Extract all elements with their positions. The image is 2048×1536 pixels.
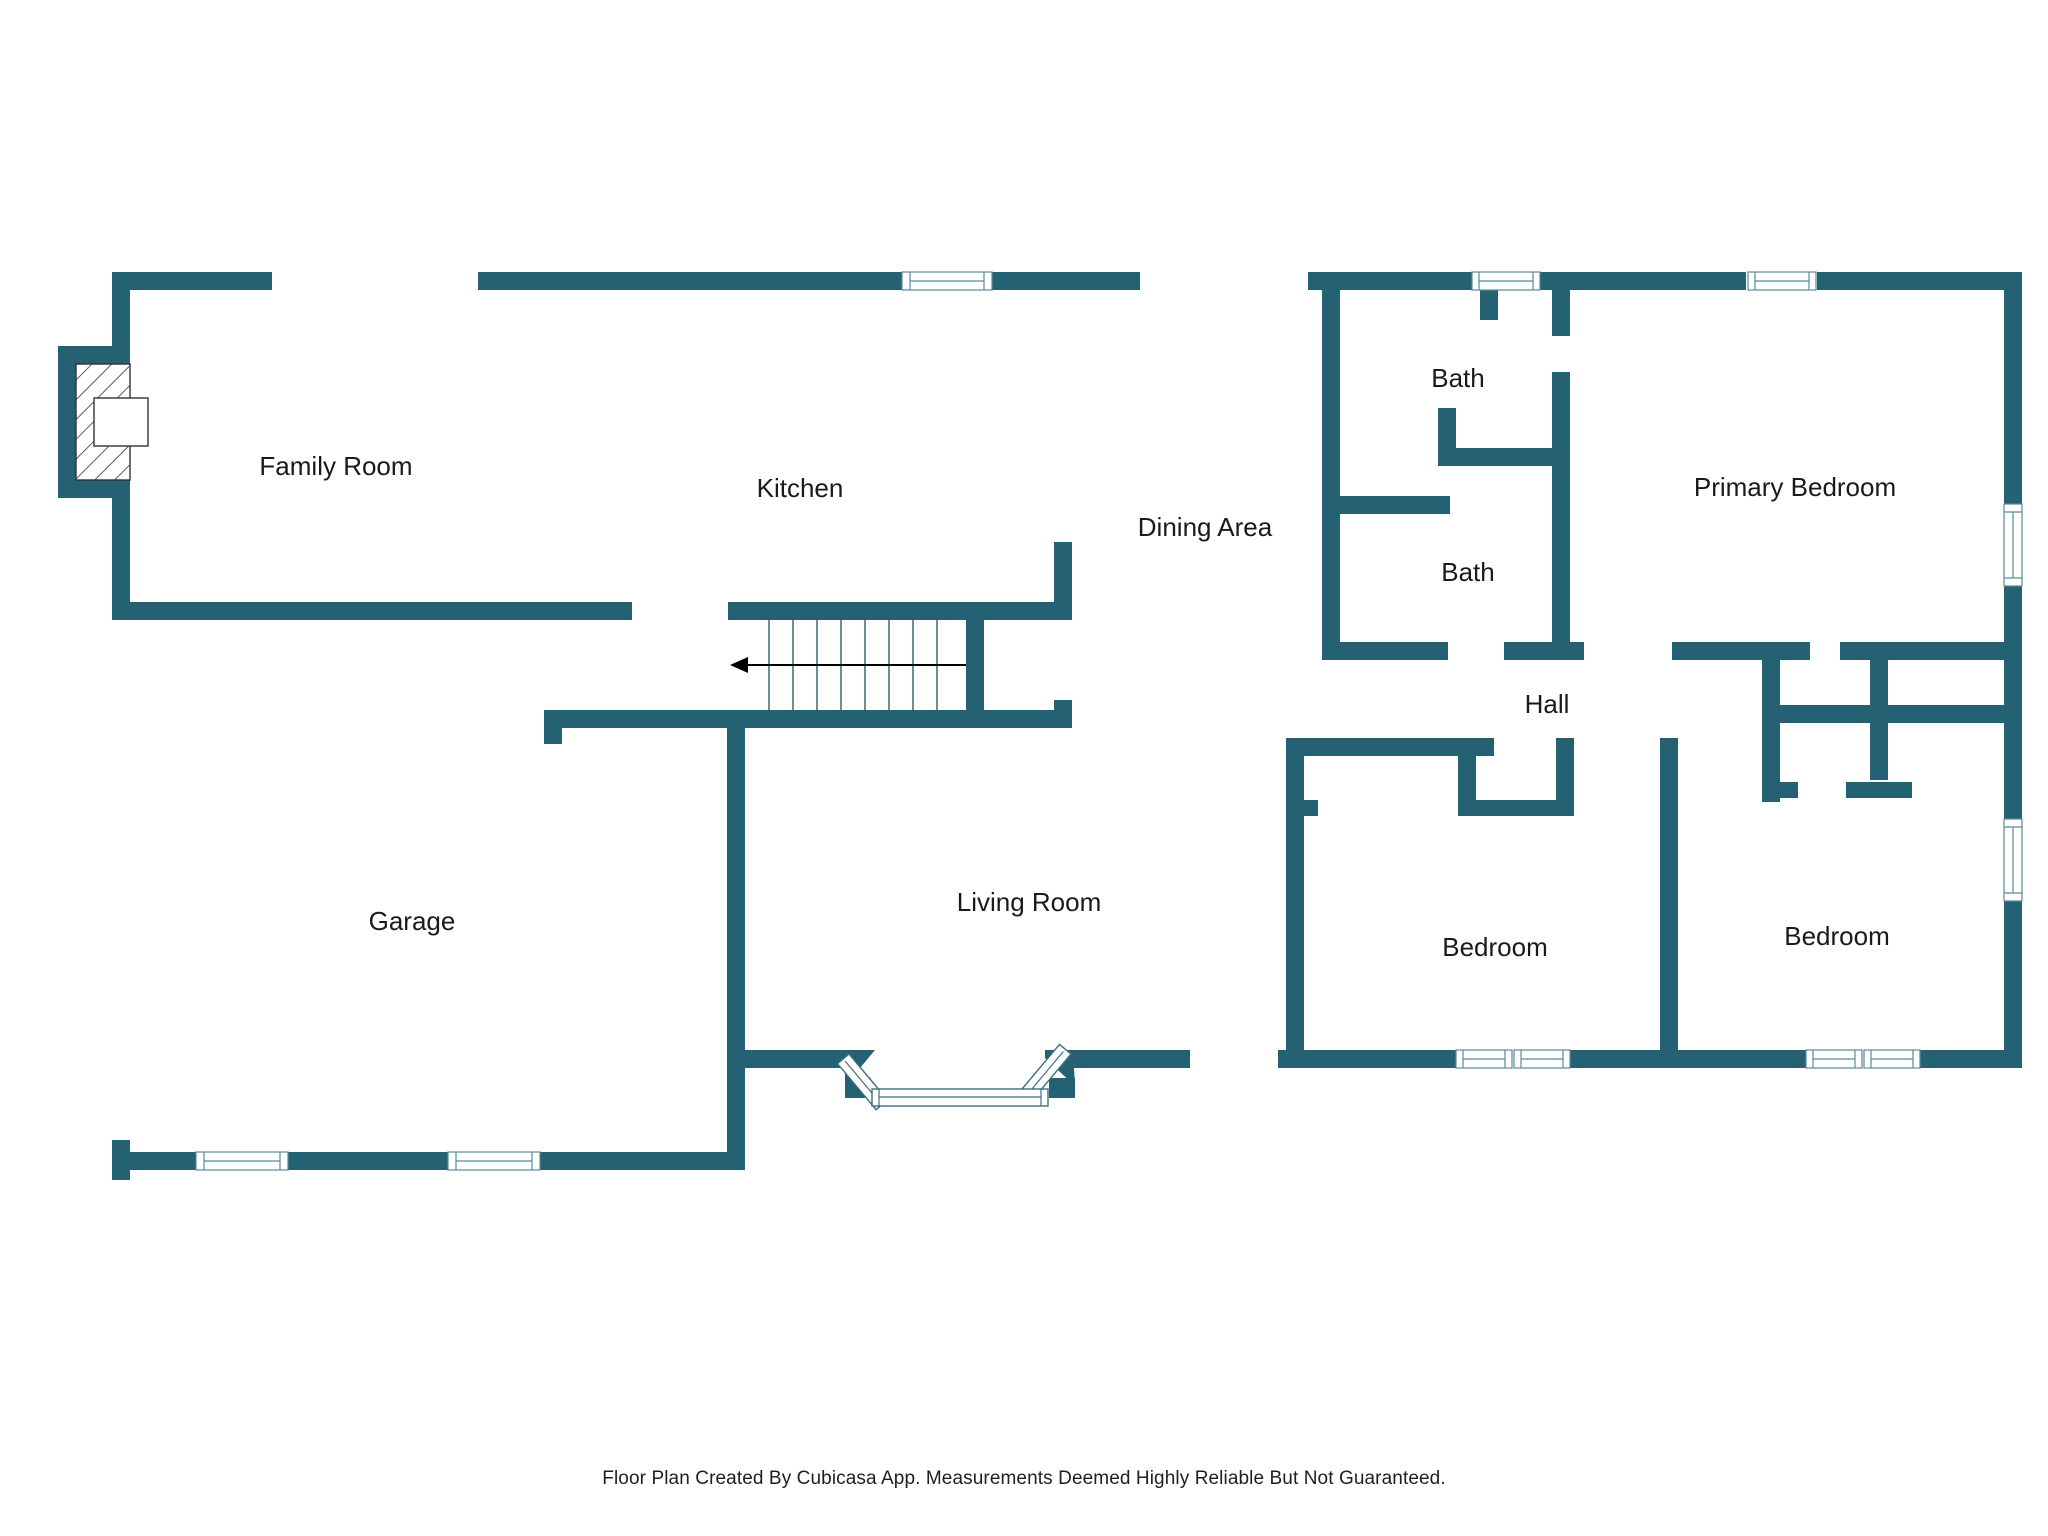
wall-bath-south-left xyxy=(1322,642,1448,660)
wall-bath-divider-h xyxy=(1438,448,1570,466)
bay-window-living-room xyxy=(836,1043,1072,1111)
wall-closet-mid-h xyxy=(1762,705,2012,723)
wall-west-fireplace-left xyxy=(58,346,76,498)
wall-north-d xyxy=(1308,272,1472,290)
wall-stair-bottom xyxy=(544,710,1072,728)
wall-north-b xyxy=(478,272,902,290)
wall-closet-mid-v-top xyxy=(1870,650,1888,710)
wall-closet-top-stub xyxy=(1846,644,1912,660)
window-bedroom-right-2 xyxy=(1863,1049,1921,1069)
window-bedroom-mid-2 xyxy=(1513,1049,1571,1069)
window-group-vertical xyxy=(2003,503,2023,902)
wall-closet-bottom-left-stub xyxy=(1762,782,1798,798)
wall-north-e xyxy=(1540,272,1746,290)
wall-bath-right-lower xyxy=(1552,372,1570,660)
wall-living-south-left xyxy=(727,1050,847,1068)
wall-bath-south-right xyxy=(1504,642,1584,660)
wall-bedroom-mid-left-v xyxy=(1286,738,1304,1068)
wall-garage-living-divider xyxy=(727,718,745,1170)
wall-family-garage-stub xyxy=(556,602,632,620)
window-group-horizontal xyxy=(195,271,1921,1171)
wall-stair-right-upper xyxy=(1054,542,1072,620)
window-family-room-north xyxy=(901,271,993,291)
wall-north-f xyxy=(1817,272,2022,290)
wall-south-right-c xyxy=(1920,1050,2022,1068)
room-label-primary-bedroom: Primary Bedroom xyxy=(1694,472,1896,502)
wall-bath-left xyxy=(1322,282,1340,660)
window-garage-south-1 xyxy=(195,1151,289,1171)
wall-hallcloset-mid-v xyxy=(1458,738,1476,810)
wall-east-c xyxy=(2004,900,2022,1068)
room-label-bath-upper: Bath xyxy=(1431,363,1485,393)
wall-bath-divider-v xyxy=(1438,408,1456,466)
wall-closet-bottom-stub xyxy=(1846,782,1912,798)
wall-west-family-upper xyxy=(112,272,130,352)
room-label-living-room: Living Room xyxy=(957,887,1102,917)
wall-south-right-b xyxy=(1570,1050,1806,1068)
wall-south-right-a xyxy=(1278,1050,1456,1068)
wall-closet-mid-v-bot xyxy=(1870,718,1888,780)
wall-west-family-lower xyxy=(112,488,130,614)
wall-north-a xyxy=(112,272,272,290)
wall-east-a xyxy=(2004,272,2022,504)
wall-hallcloset-bottom xyxy=(1458,800,1574,816)
wall-stair-right-lower xyxy=(1054,700,1072,728)
wall-primary-hall-divider xyxy=(1672,642,1810,660)
room-label-bath-lower: Bath xyxy=(1441,557,1495,587)
room-label-dining-area: Dining Area xyxy=(1138,512,1273,542)
stair-direction-arrow xyxy=(730,657,966,673)
room-label-garage: Garage xyxy=(369,906,456,936)
wall-north-c xyxy=(992,272,1140,290)
room-label-family-room: Family Room xyxy=(259,451,412,481)
window-primary-east-1 xyxy=(2003,503,2023,587)
window-garage-south-2 xyxy=(447,1151,541,1171)
window-primary-north xyxy=(1747,271,1817,291)
room-label-group: Family Room Kitchen Dining Area Bath Bat… xyxy=(259,363,1896,962)
room-label-hall: Hall xyxy=(1525,689,1570,719)
wall-east-b xyxy=(2004,586,2022,819)
wall-bedroom-divider-v xyxy=(1660,738,1678,1068)
wall-living-south-right xyxy=(1073,1050,1190,1068)
wall-dining-north-stub xyxy=(1480,290,1498,320)
wall-stair-mid-vert xyxy=(966,610,984,720)
wall-kitchen-garage-corner xyxy=(544,710,562,744)
window-primary-east-2 xyxy=(2003,818,2023,902)
room-label-kitchen: Kitchen xyxy=(757,473,844,503)
wall-hallcloset-topcap-r xyxy=(1556,738,1574,756)
window-bath-north xyxy=(1471,271,1541,291)
wall-group xyxy=(58,272,2022,1180)
footer-disclaimer: Floor Plan Created By Cubicasa App. Meas… xyxy=(602,1468,1446,1489)
wall-closet-outer-left xyxy=(1762,650,1780,802)
wall-bath-right-upper xyxy=(1552,282,1570,336)
room-label-bedroom-right: Bedroom xyxy=(1784,921,1890,951)
wall-stair-top xyxy=(728,602,1072,620)
wall-family-garage-divider xyxy=(112,602,632,620)
wall-dining-bath-stub xyxy=(1322,282,1340,300)
window-bedroom-right-1 xyxy=(1805,1049,1863,1069)
wall-bay-base-right xyxy=(1049,1078,1075,1098)
window-bedroom-mid-1 xyxy=(1455,1049,1513,1069)
fireplace-family-room xyxy=(75,363,149,481)
wall-bath-divider-h2 xyxy=(1340,496,1450,514)
staircase-kitchen xyxy=(730,620,966,710)
wall-hallcloset-top xyxy=(1286,738,1494,756)
room-label-bedroom-middle: Bedroom xyxy=(1442,932,1548,962)
